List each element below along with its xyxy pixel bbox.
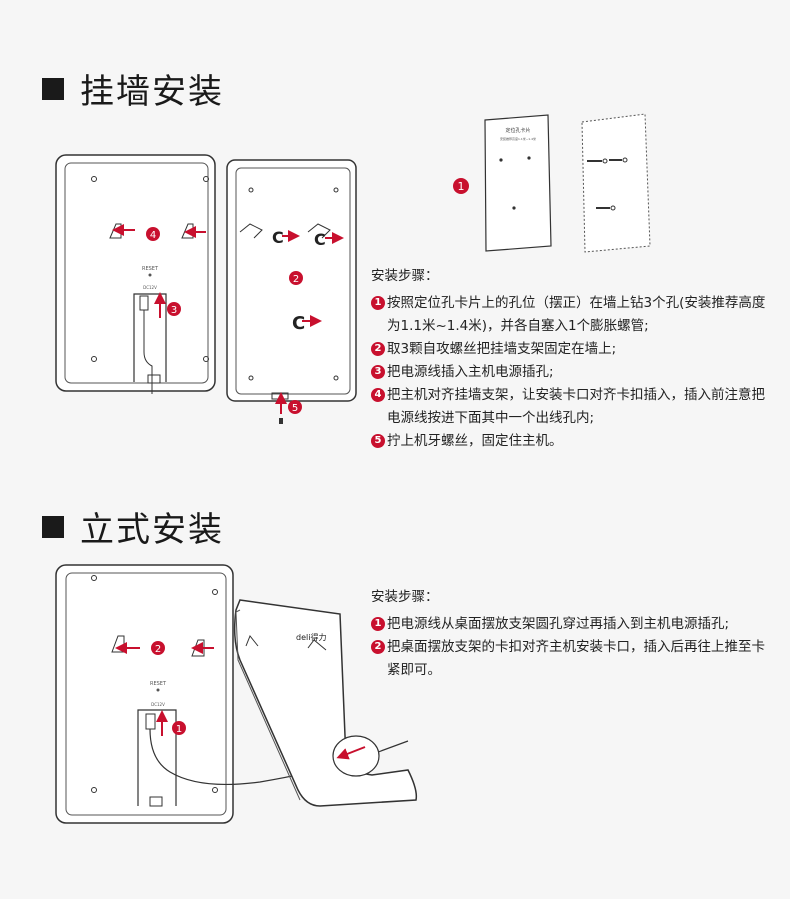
title-square-icon [42,77,64,100]
marker-1 [453,178,469,194]
section-title-wall: 挂墙安装 [42,64,224,113]
svg-text:RESET: RESET [150,681,167,687]
section-title-stand-text: 立式安装 [80,510,224,550]
stand-steps-heading: 安装步骤： [371,589,439,605]
device-back-panel: RESET DC12V [55,154,216,394]
svg-text:安装推荐高度1.1米~1.4米: 安装推荐高度1.1米~1.4米 [500,136,536,141]
svg-text:4: 4 [150,230,156,241]
reset-label: RESET [142,266,159,272]
title-square-icon [42,515,64,538]
svg-text:DC12V: DC12V [151,702,165,707]
svg-text:2: 2 [155,644,161,655]
svg-text:定位孔卡片: 定位孔卡片 [505,127,530,134]
svg-text:5: 5 [292,403,298,414]
svg-text:1: 1 [176,724,182,735]
marker-4 [146,227,160,241]
marker-3 [167,302,181,316]
dc-label: DC12V [143,285,157,290]
svg-text:2: 2 [293,274,299,285]
svg-text:3: 3 [171,305,177,316]
marker-5 [288,400,302,414]
section-title-wall-text: 挂墙安装 [80,72,224,112]
screw-icon: C [292,313,305,334]
template-card: 定位孔卡片 安装推荐高度1.1米~1.4米 [484,114,552,252]
wall-template-dashed [581,113,651,253]
device-back-panel-stand: RESET DC12V [55,564,234,824]
svg-text:1: 1 [458,180,465,193]
desk-stand: deli得力 [233,599,418,807]
svg-text:deli得力: deli得力 [296,632,326,642]
screw-icon: C [314,230,326,249]
wall-steps-heading: 安装步骤： [371,268,439,284]
marker-2 [289,271,303,285]
marker-2-stand [151,641,165,655]
wall-install-diagram: RESET DC12V 4 3 C C C 2 5 定位孔卡片 [55,113,651,424]
section-title-stand: 立式安装 [42,502,224,551]
marker-1-stand [172,721,186,735]
screw-icon: C [272,228,284,247]
